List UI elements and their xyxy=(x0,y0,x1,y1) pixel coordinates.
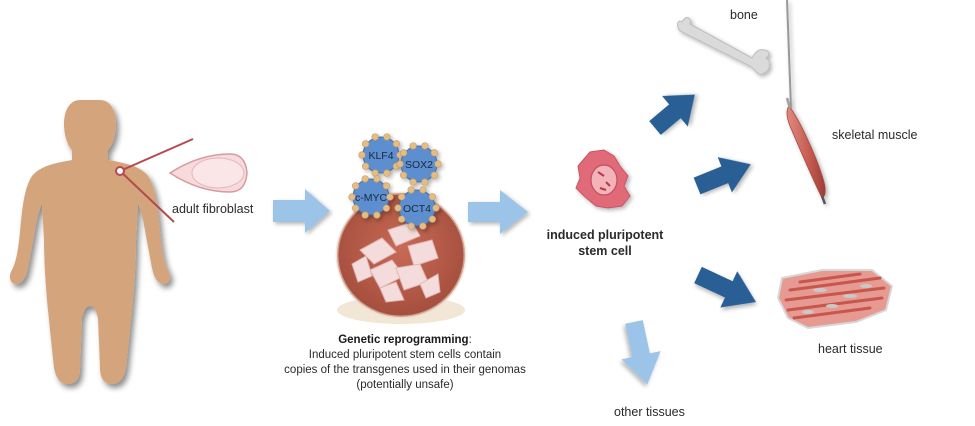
biopsy-callout xyxy=(115,138,194,223)
factor-bead xyxy=(358,151,366,159)
factor-bead xyxy=(398,215,406,223)
factor-bead xyxy=(430,171,438,179)
factor-bead xyxy=(430,149,438,157)
ipsc-cell xyxy=(575,149,631,209)
arrow-to-ipsc xyxy=(468,190,528,234)
factor-bead xyxy=(419,222,427,230)
skeletal-muscle-label: skeletal muscle xyxy=(832,128,918,142)
arrow-to-heart xyxy=(694,266,757,308)
arrow-to-reprogramming xyxy=(273,189,330,233)
factor-bead xyxy=(400,149,408,157)
factor-bead xyxy=(407,222,415,230)
factor-bead xyxy=(421,142,429,150)
factor-bead xyxy=(419,186,427,194)
factor-label: SOX2 xyxy=(405,159,433,171)
factor-bead xyxy=(352,182,360,190)
arrow-to-bone xyxy=(649,94,695,135)
fibroblast-label: adult fibroblast xyxy=(172,202,254,216)
factor-bead xyxy=(361,175,369,183)
skeletal-muscle-illustration xyxy=(785,0,827,205)
factor-sox2: SOX2 xyxy=(396,142,442,186)
factor-klf4: KLF4 xyxy=(358,133,404,177)
petri-dish xyxy=(335,191,467,324)
heart-tissue-illustration xyxy=(776,269,894,330)
factor-bead xyxy=(373,175,381,183)
factor-cmyc: c-MYC xyxy=(348,175,394,219)
human-body-figure xyxy=(9,100,171,384)
factor-bead xyxy=(352,204,360,212)
factor-bead xyxy=(392,140,400,148)
title-colon: : xyxy=(468,334,472,346)
factor-bead xyxy=(407,186,415,194)
reprogramming-title-line: Genetic reprogramming: xyxy=(275,333,535,348)
arrow-to-other-tissues xyxy=(621,320,661,385)
factor-bead xyxy=(400,171,408,179)
ipsc-nucleus xyxy=(590,164,618,196)
human-silhouette xyxy=(9,100,171,384)
caption-line-2: copies of the transgenes used in their g… xyxy=(284,364,526,376)
factor-bead xyxy=(409,142,417,150)
factor-bead xyxy=(383,133,391,141)
factor-bead xyxy=(428,215,436,223)
arrow-to-muscle xyxy=(693,157,751,195)
factor-bead xyxy=(432,204,440,212)
factor-bead xyxy=(434,160,442,168)
factor-bead xyxy=(361,211,369,219)
biopsy-site-marker xyxy=(115,166,125,176)
factor-bead xyxy=(373,211,381,219)
factor-bead xyxy=(421,178,429,186)
caption-line-3: (potentially unsafe) xyxy=(356,379,454,391)
factor-label: OCT4 xyxy=(403,203,431,215)
factor-bead xyxy=(394,204,402,212)
reprogramming-caption: Genetic reprogramming: Induced pluripote… xyxy=(275,333,535,393)
heart-tissue-label: heart tissue xyxy=(818,342,883,356)
fibroblast-cell xyxy=(168,153,248,193)
factor-bead xyxy=(383,169,391,177)
factor-bead xyxy=(362,140,370,148)
other-tissues-label: other tissues xyxy=(614,405,685,419)
factor-bead xyxy=(382,204,390,212)
factor-bead xyxy=(348,193,356,201)
caption-line-1: Induced pluripotent stem cells contain xyxy=(308,349,502,361)
reprogramming-title: Genetic reprogramming xyxy=(338,334,469,346)
ipsc-label-line-2: stem cell xyxy=(578,244,632,258)
ipsc-label: induced pluripotent stem cell xyxy=(535,227,675,259)
ipsc-label-line-1: induced pluripotent xyxy=(546,228,664,242)
factor-bead xyxy=(409,178,417,186)
factor-bead xyxy=(382,182,390,190)
bone-illustration xyxy=(677,17,770,75)
factor-bead xyxy=(398,193,406,201)
factor-label: c-MYC xyxy=(355,192,387,204)
factor-bead xyxy=(386,193,394,201)
factor-label: KLF4 xyxy=(368,150,393,162)
factor-bead xyxy=(371,133,379,141)
factor-bead xyxy=(396,160,404,168)
factor-oct4: OCT4 xyxy=(394,186,440,230)
factor-bead xyxy=(428,193,436,201)
factor-bead xyxy=(362,162,370,170)
bone-label: bone xyxy=(730,8,758,22)
